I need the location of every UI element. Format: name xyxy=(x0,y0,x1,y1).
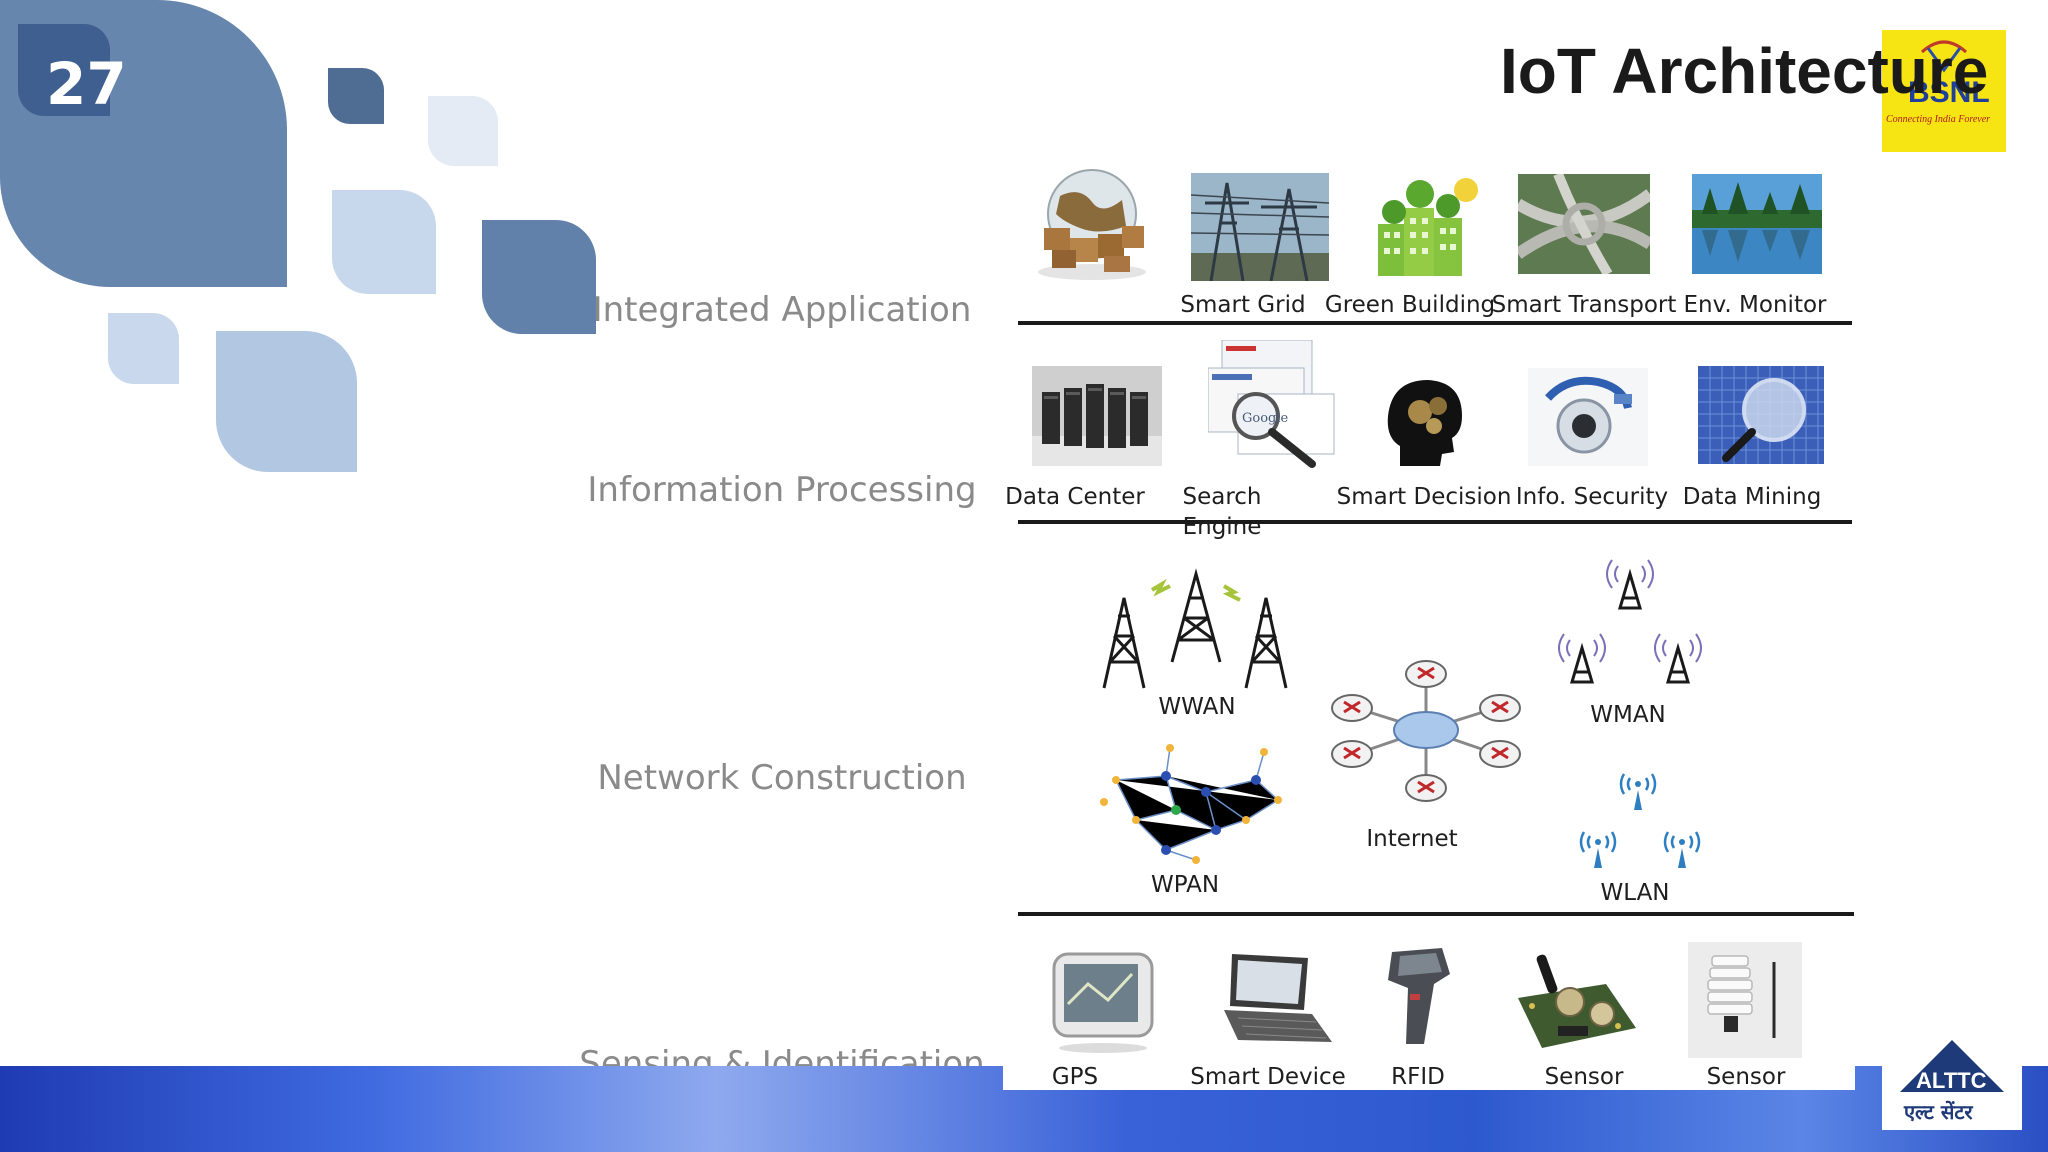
bsnl-logo-graphic xyxy=(1920,40,1968,73)
slide-number: 27 xyxy=(46,50,127,118)
lake-icon xyxy=(1692,174,1822,274)
highway-icon xyxy=(1518,174,1650,274)
page-title: IoT Architecture xyxy=(1500,35,1989,107)
altc-text: ALTTC xyxy=(1916,1068,1987,1093)
app-label-green-building: Green Building xyxy=(1324,292,1496,318)
sense-label-sensor-1: Sensor xyxy=(1544,1064,1624,1090)
wpan-mesh-icon xyxy=(1096,740,1292,866)
bsnl-text: BSNL xyxy=(1908,76,1990,109)
rfid-scanner-icon xyxy=(1372,944,1472,1048)
net-label-wpan: WPAN xyxy=(1150,872,1220,898)
power-grid-icon xyxy=(1191,173,1329,281)
net-label-wwan: WWAN xyxy=(1158,694,1236,720)
wlan-aps-icon xyxy=(1574,764,1710,874)
proc-label-data-mining: Data Mining xyxy=(1682,484,1822,510)
small-dark-tile xyxy=(328,68,384,124)
server-racks-icon xyxy=(1032,366,1162,466)
altc-logo: ALTTC एल्ट सेंटर xyxy=(1882,1034,2022,1130)
proc-label-info-security: Info. Security xyxy=(1515,484,1669,510)
app-label-smart-grid: Smart Grid xyxy=(1180,292,1306,318)
layer-label-network-construction: Network Construction xyxy=(597,758,967,798)
dark-tile-2 xyxy=(482,220,596,334)
layer-label-information-processing: Information Processing xyxy=(587,470,977,510)
proc-label-search-line2: Engine xyxy=(1182,514,1262,540)
sense-label-gps: GPS xyxy=(1051,1064,1099,1090)
light-tile-2 xyxy=(332,190,436,294)
bsnl-tagline: Connecting India Forever xyxy=(1886,114,1991,125)
wwan-towers-icon xyxy=(1100,566,1290,690)
separator-3 xyxy=(1018,912,1854,916)
separator-2 xyxy=(1018,520,1852,524)
light-tile-1 xyxy=(428,96,498,166)
security-camera-icon xyxy=(1528,368,1648,466)
search-engine-icon: Google xyxy=(1208,340,1338,474)
net-label-wlan: WLAN xyxy=(1600,880,1670,906)
net-label-internet: Internet xyxy=(1366,826,1458,852)
net-label-wman: WMAN xyxy=(1590,702,1666,728)
bsnl-logo: BSNL Connecting India Forever xyxy=(1882,30,2006,152)
mid-tile xyxy=(216,331,357,472)
altc-triangle-icon xyxy=(1900,1040,2004,1092)
brain-gears-icon xyxy=(1382,376,1466,468)
smart-device-icon xyxy=(1216,952,1334,1048)
separator-1 xyxy=(1018,321,1852,325)
gps-device-icon xyxy=(1048,944,1158,1054)
layer-label-integrated-application: Integrated Application xyxy=(592,290,972,330)
app-label-smart-transport: Smart Transport xyxy=(1491,292,1677,318)
globe-boxes-icon xyxy=(1030,156,1154,282)
sense-label-sensor-2: Sensor xyxy=(1706,1064,1786,1090)
sensor-board-icon xyxy=(1512,944,1642,1056)
footer-white-strip xyxy=(1003,1066,1855,1090)
internet-hub-icon xyxy=(1326,652,1526,810)
wman-towers-icon xyxy=(1548,544,1712,690)
green-building-icon xyxy=(1370,168,1486,280)
magnifier-data-icon xyxy=(1698,366,1824,464)
weather-sensor-icon xyxy=(1688,942,1802,1058)
proc-label-smart-decision: Smart Decision xyxy=(1336,484,1512,510)
app-label-env-monitor: Env. Monitor xyxy=(1683,292,1827,318)
proc-label-data-center: Data Center xyxy=(1005,484,1145,510)
altc-subtext: एल्ट सेंटर xyxy=(1904,1100,1973,1124)
proc-label-search-line1: Search xyxy=(1182,484,1262,510)
light-tile-3 xyxy=(108,313,179,384)
number-tile xyxy=(18,24,110,116)
sense-label-smart-device: Smart Device xyxy=(1190,1064,1346,1090)
sense-label-rfid: RFID xyxy=(1391,1064,1445,1090)
svg-text:Google: Google xyxy=(1242,411,1289,426)
